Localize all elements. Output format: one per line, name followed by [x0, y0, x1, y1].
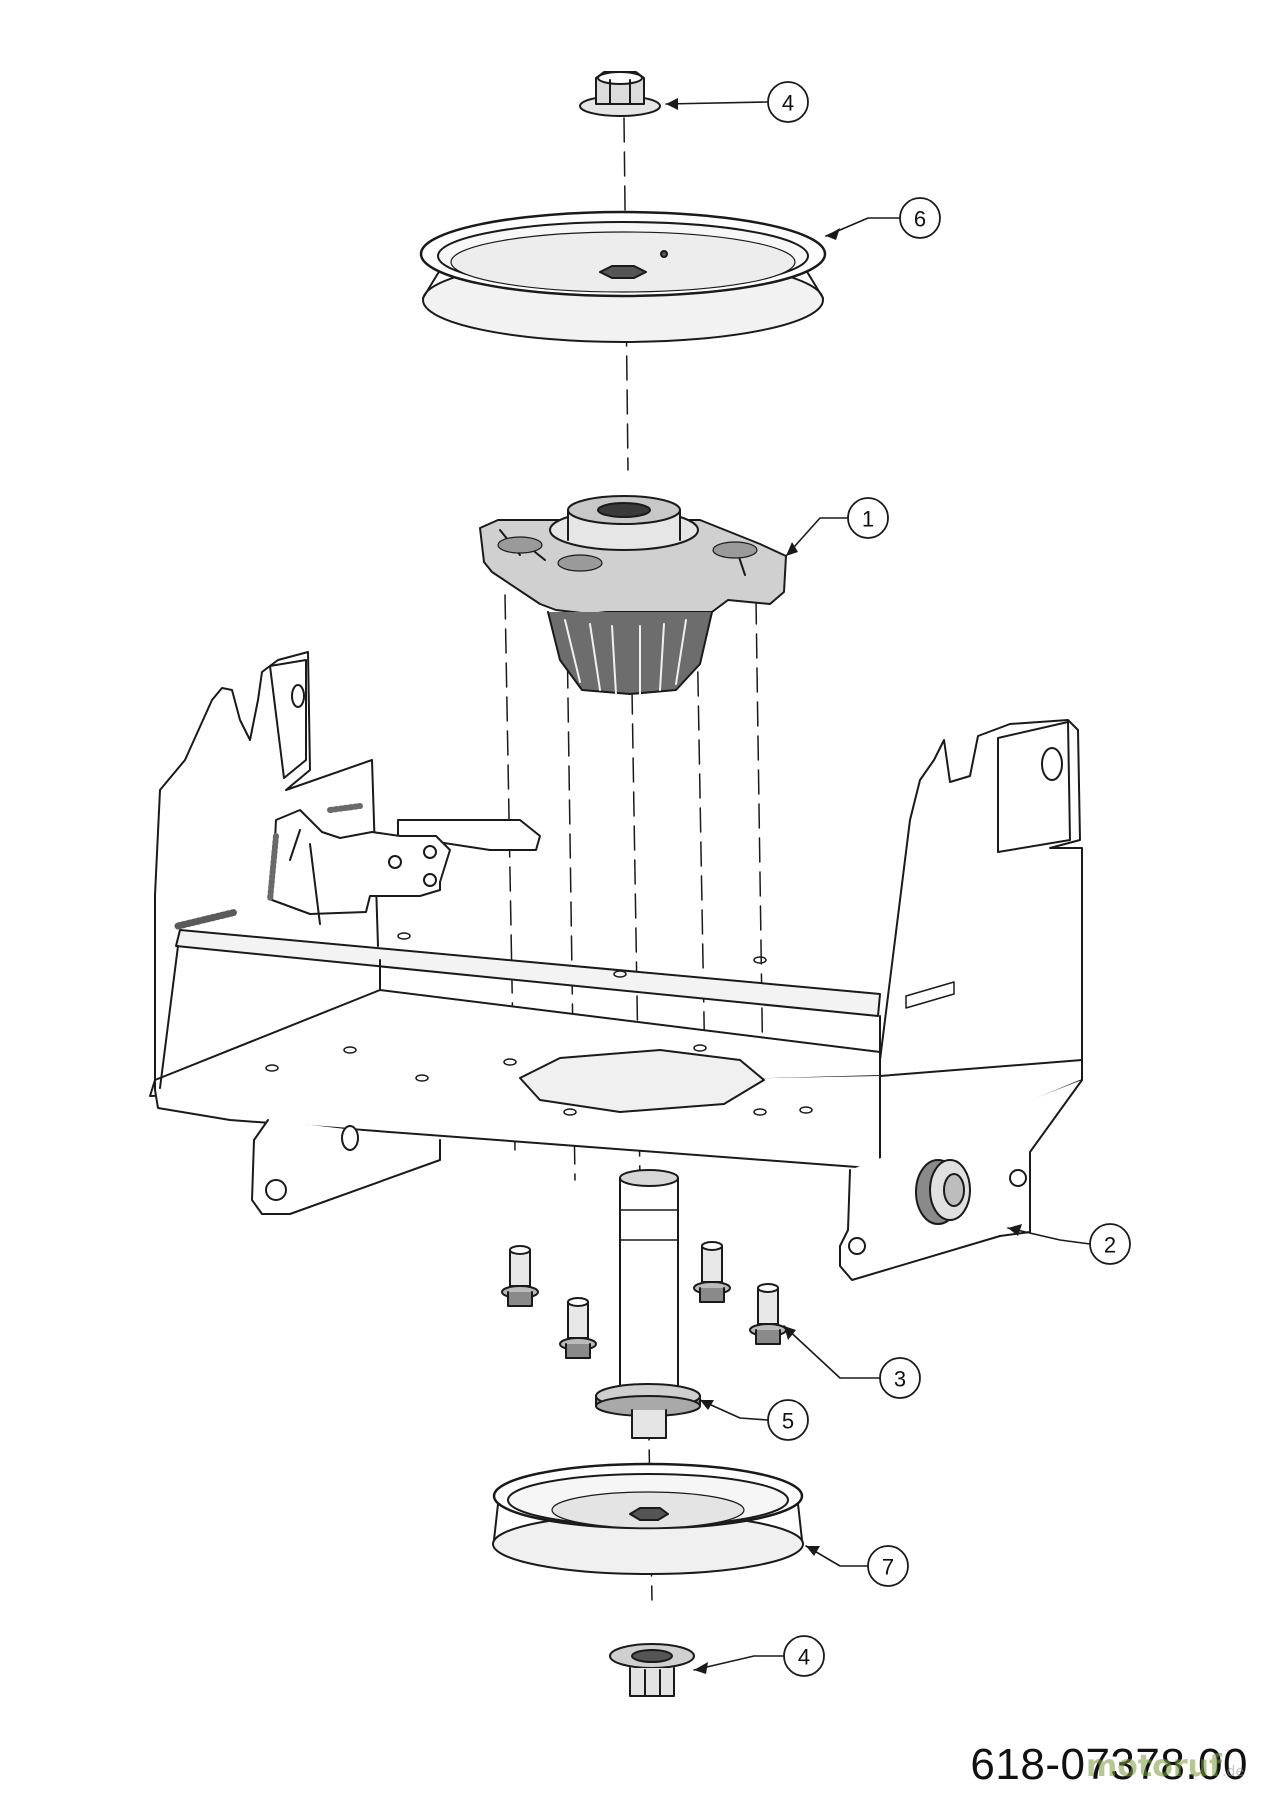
drawing-part-number: 618-07378.00 [970, 1740, 1248, 1789]
callout-3-label: 3 [894, 1367, 906, 1392]
watermark-text: motoruf [1086, 1749, 1223, 1784]
spindle-housing [479, 495, 787, 695]
callout-5-label: 5 [782, 1409, 794, 1434]
watermark-logo: motoruf.de [1086, 1749, 1244, 1784]
callout-arrowheads [666, 98, 1022, 1674]
callout-2-label: 2 [1104, 1233, 1116, 1258]
callout-4-bottom-label: 4 [798, 1645, 810, 1670]
watermark-suffix: .de [1222, 1764, 1244, 1780]
spindle-shaft [595, 1169, 701, 1439]
bottom-pulley [492, 1462, 804, 1575]
top-pulley [419, 210, 827, 343]
callout-7-label: 7 [882, 1555, 894, 1580]
callout-leaders [665, 101, 1091, 1671]
flange-bolts [501, 1241, 787, 1359]
mounting-bracket [149, 651, 1083, 1281]
top-flange-nut [579, 71, 661, 117]
callout-1-label: 1 [862, 507, 874, 532]
bottom-flange-nut [609, 1643, 695, 1697]
callout-6-label: 6 [914, 207, 926, 232]
callout-4-top-label: 4 [782, 91, 794, 116]
lever-assembly [174, 803, 541, 930]
callout-circles [767, 81, 1131, 1677]
